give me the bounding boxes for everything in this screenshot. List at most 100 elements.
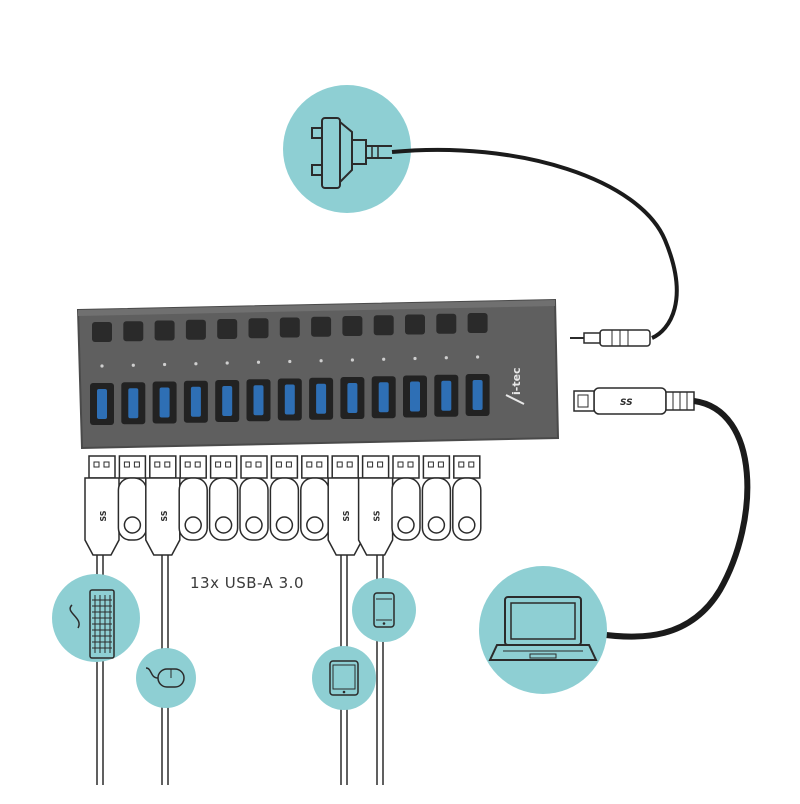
connector-pin bbox=[164, 461, 171, 468]
usb-flash-drive bbox=[117, 477, 148, 541]
usb-flash-drive bbox=[178, 477, 208, 541]
keyring-hole bbox=[275, 516, 294, 534]
connector-pin bbox=[468, 461, 475, 468]
usb-a-port-tongue bbox=[128, 388, 139, 419]
port-power-switch bbox=[154, 320, 175, 341]
port-count-caption: 13x USB-A 3.0 bbox=[190, 574, 304, 592]
port-led bbox=[256, 360, 261, 364]
usb-flash-drive bbox=[208, 477, 239, 541]
port-power-switch bbox=[185, 319, 206, 340]
port-led bbox=[288, 359, 292, 364]
port-led bbox=[194, 362, 198, 366]
port-power-switch bbox=[92, 322, 112, 342]
usb-a-connector bbox=[179, 455, 207, 479]
port-led bbox=[163, 362, 167, 367]
connector-pin bbox=[427, 461, 434, 468]
mouse-icon bbox=[136, 648, 196, 708]
connector-pin bbox=[437, 461, 444, 468]
usb-ss-label: SS bbox=[160, 510, 169, 521]
usb-flash-drive bbox=[239, 477, 269, 541]
keyring-hole bbox=[245, 516, 263, 534]
keyring-hole bbox=[214, 516, 233, 534]
connector-pin bbox=[346, 461, 353, 468]
usb-ss-label: SS bbox=[342, 510, 351, 521]
usb-a-port-tongue bbox=[159, 387, 170, 418]
usb-a-plug-row: SS SS SS SS bbox=[84, 455, 482, 556]
connector-pin bbox=[255, 461, 262, 468]
usb-a-connector bbox=[392, 455, 420, 479]
connector-pin bbox=[103, 461, 110, 468]
connector-pin bbox=[133, 461, 140, 468]
usb-a-connector bbox=[453, 455, 481, 479]
port-led bbox=[476, 355, 480, 359]
connector-pin bbox=[285, 461, 292, 468]
usb-flash-drive bbox=[269, 477, 300, 541]
usb-flash-drive bbox=[421, 477, 452, 541]
usb-flash-drive bbox=[391, 477, 421, 541]
usb-a-port-tongue bbox=[284, 384, 295, 415]
connector-pin bbox=[336, 461, 343, 468]
smartphone-icon bbox=[352, 578, 416, 642]
led-row bbox=[100, 355, 480, 368]
connector-pin bbox=[215, 461, 222, 468]
port-power-switch bbox=[467, 313, 488, 333]
port-led bbox=[350, 358, 354, 362]
dc-plug bbox=[570, 329, 651, 347]
keyring-hole bbox=[306, 516, 324, 534]
usb-a-port-tongue bbox=[190, 386, 201, 417]
connector-pin bbox=[458, 461, 465, 468]
keyring-hole bbox=[397, 516, 415, 534]
port-led bbox=[100, 364, 104, 368]
usb-a-connector bbox=[118, 455, 147, 479]
connector-pin bbox=[194, 461, 201, 468]
port-led bbox=[225, 361, 229, 365]
usb-a-connector bbox=[301, 455, 329, 479]
usb-ss-label: SS bbox=[99, 510, 108, 521]
usb-upstream-cable bbox=[597, 398, 751, 640]
port-led bbox=[382, 357, 386, 361]
port-power-switch bbox=[436, 313, 457, 334]
port-power-switch bbox=[123, 321, 144, 342]
usb-a-port-tongue bbox=[253, 385, 264, 416]
port-led bbox=[131, 363, 135, 367]
connector-pin bbox=[123, 461, 130, 468]
connector-pin bbox=[184, 461, 191, 468]
usb-a-port-tongue bbox=[347, 383, 358, 413]
port-power-switch bbox=[311, 316, 332, 337]
connector-pin bbox=[245, 461, 252, 468]
usb-b-plug: SS bbox=[573, 387, 695, 415]
keyring-hole bbox=[123, 516, 142, 534]
usb-a-connector bbox=[270, 455, 299, 479]
connector-pin bbox=[407, 461, 414, 468]
usb-a-connector bbox=[149, 455, 177, 479]
brand-logo: i-tec bbox=[510, 367, 523, 395]
keyring-hole bbox=[427, 516, 446, 534]
usb-flash-drive bbox=[452, 477, 482, 541]
port-led bbox=[413, 356, 417, 361]
power-switch-row bbox=[92, 313, 488, 342]
usb-a-port-tongue bbox=[441, 380, 452, 411]
connector-pin bbox=[275, 461, 282, 468]
port-power-switch bbox=[342, 316, 363, 336]
port-power-switch bbox=[405, 314, 425, 335]
usb-a-port-tongue bbox=[472, 380, 483, 410]
usb-ss-label: SS bbox=[373, 510, 382, 521]
usb-flash-drive bbox=[300, 477, 330, 541]
power-cable bbox=[391, 147, 679, 340]
laptop-icon bbox=[479, 566, 607, 694]
power-plug-icon bbox=[283, 85, 411, 213]
usb-ss-mark: SS bbox=[620, 398, 633, 408]
usb-a-connector bbox=[331, 455, 359, 479]
port-led bbox=[319, 359, 323, 363]
connector-pin bbox=[397, 461, 404, 468]
connector-pin bbox=[306, 461, 313, 468]
keyring-hole bbox=[184, 516, 202, 534]
usb-port-row bbox=[90, 374, 490, 425]
usb-a-port-tongue bbox=[222, 386, 233, 416]
connector-pin bbox=[316, 461, 323, 468]
tablet-icon bbox=[312, 646, 376, 710]
usb-a-connector bbox=[422, 455, 451, 479]
port-power-switch bbox=[279, 317, 300, 338]
usb-a-connector bbox=[88, 455, 116, 479]
